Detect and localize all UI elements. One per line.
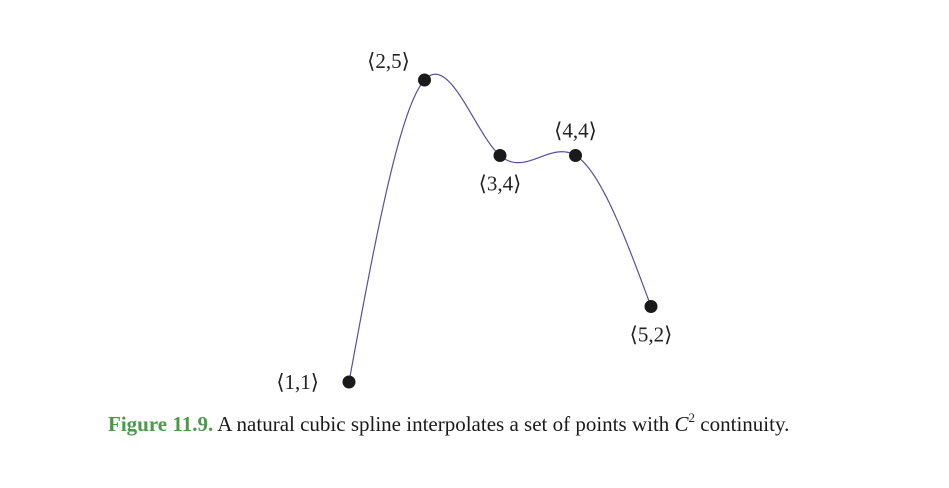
control-point-4 — [569, 149, 582, 162]
control-point-5 — [644, 300, 658, 313]
point-label-3: ⟨3,4⟩ — [479, 172, 522, 196]
control-point-2 — [418, 73, 431, 87]
spline-curve — [348, 73, 652, 383]
point-label-1: ⟨1,1⟩ — [276, 370, 319, 394]
point-label-2: ⟨2,5⟩ — [367, 49, 410, 73]
control-point-1 — [342, 375, 356, 389]
points-layer — [342, 73, 658, 389]
continuity-variable: C — [674, 412, 689, 436]
figure-number: Figure 11.9. — [108, 412, 214, 436]
labels-layer: ⟨1,1⟩ ⟨2,5⟩ ⟨3,4⟩ ⟨4,4⟩ ⟨5,2⟩ — [276, 49, 672, 394]
caption-text-before: A natural cubic spline interpolates a se… — [213, 412, 675, 436]
caption-text-after: continuity. — [695, 412, 790, 436]
point-label-4: ⟨4,4⟩ — [554, 119, 597, 143]
continuity-superscript: 2 — [688, 410, 696, 425]
point-label-5: ⟨5,2⟩ — [630, 323, 673, 347]
control-point-3 — [493, 149, 507, 162]
figure-caption: Figure 11.9. A natural cubic spline inte… — [108, 410, 790, 437]
